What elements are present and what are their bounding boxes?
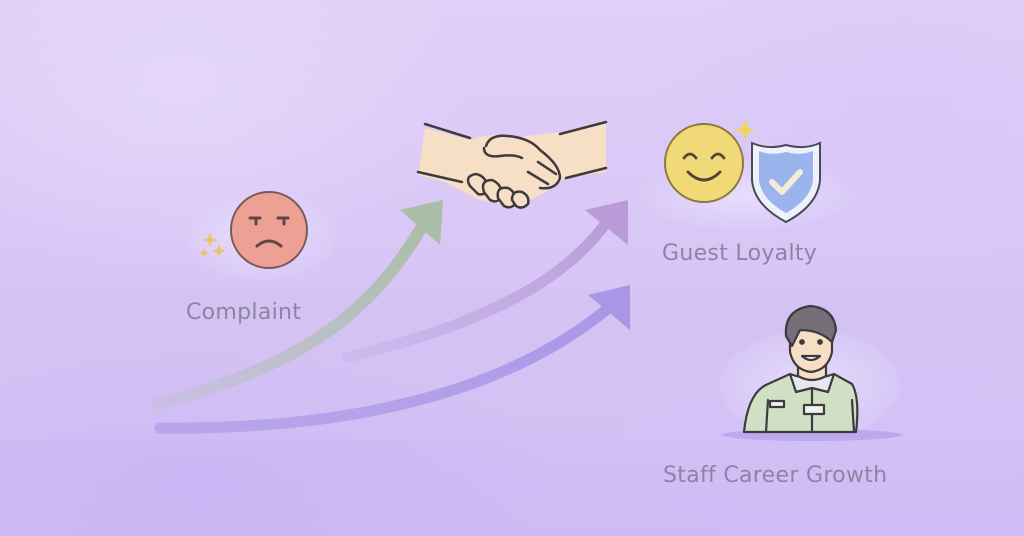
staff-person-icon bbox=[742, 304, 859, 434]
shield-check-icon bbox=[751, 141, 821, 224]
sparkle-icon bbox=[199, 233, 225, 258]
sparkle-icon bbox=[735, 120, 755, 140]
angry-face-icon bbox=[230, 191, 308, 269]
arrow-to-loyalty bbox=[342, 200, 628, 363]
arrow-to-handshake bbox=[152, 200, 443, 410]
handshake-icon bbox=[416, 120, 608, 209]
guest-loyalty-label: Guest Loyalty bbox=[662, 241, 818, 266]
arrow-to-growth bbox=[154, 285, 630, 434]
complaint-label: Complaint bbox=[186, 300, 302, 325]
staff-career-growth-label: Staff Career Growth bbox=[663, 463, 888, 488]
smiley-face-icon bbox=[664, 123, 744, 203]
